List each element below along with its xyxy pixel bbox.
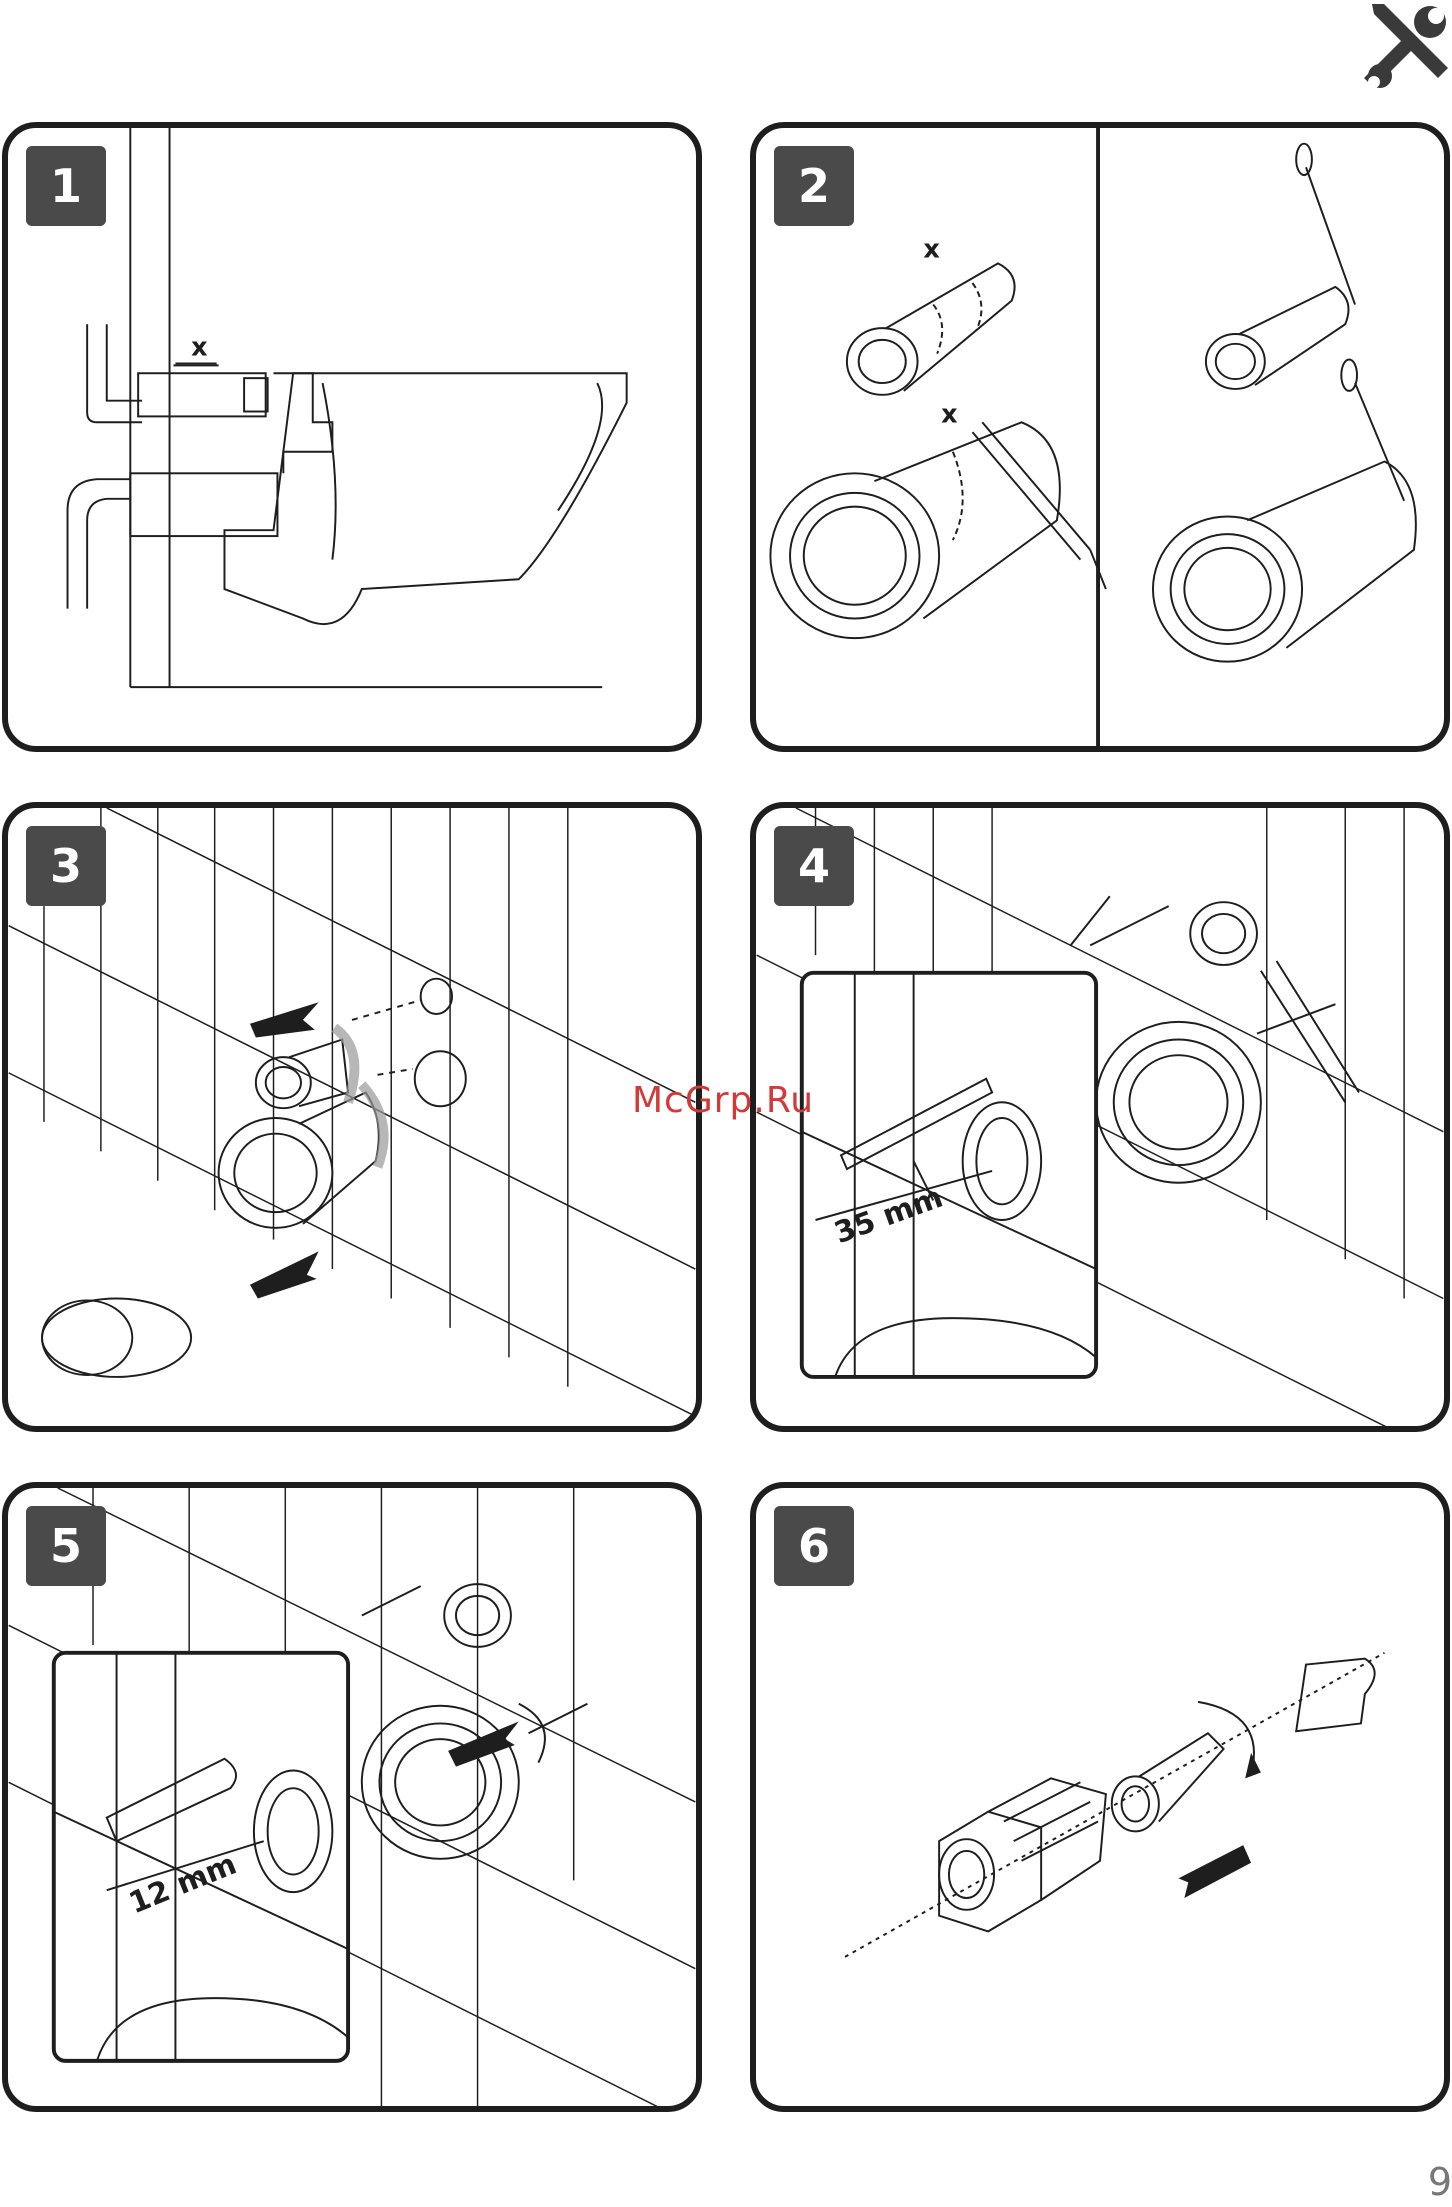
step-5-illustration: 12 mm <box>8 1488 696 2106</box>
step-3-illustration <box>8 808 696 1426</box>
step-1-panel: 1 x <box>2 122 702 752</box>
step-4-illustration: 35 mm <box>756 808 1444 1426</box>
step-5-badge: 5 <box>26 1506 106 1586</box>
step-3-panel: 3 <box>2 802 702 1432</box>
step-6-badge: 6 <box>774 1506 854 1586</box>
tools-icon <box>1358 0 1452 94</box>
step-1-dimension-x: x <box>191 333 208 363</box>
step-2-badge: 2 <box>774 146 854 226</box>
step-1-badge: 1 <box>26 146 106 226</box>
step-2-dimension-x-bottom: x <box>941 399 958 429</box>
step-5-panel: 5 <box>2 1482 702 2112</box>
step-4-badge: 4 <box>774 826 854 906</box>
step-4-panel: 4 <box>750 802 1450 1432</box>
page-number: 9 <box>1428 2160 1452 2204</box>
step-3-badge: 3 <box>26 826 106 906</box>
step-1-illustration: x <box>8 128 696 746</box>
step-6-illustration <box>756 1488 1444 2106</box>
step-2-dimension-x-top: x <box>923 234 940 264</box>
watermark: McGrp.Ru <box>632 1080 814 1121</box>
step-6-panel: 6 <box>750 1482 1450 2112</box>
step-2-illustration: x x <box>756 128 1444 746</box>
step-2-panel: 2 x x <box>750 122 1450 752</box>
